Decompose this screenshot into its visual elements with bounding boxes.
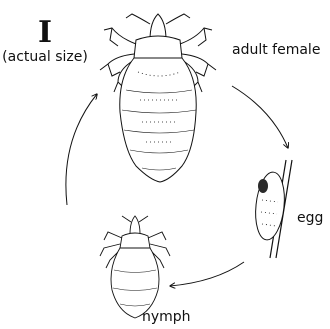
egg-label: egg	[297, 210, 323, 226]
adult-female-label: adult female	[232, 42, 320, 58]
arrow-egg-to-nymph	[170, 262, 244, 286]
egg-illustration	[253, 160, 292, 258]
actual-size-mark: I	[0, 18, 90, 48]
arrow-nymph-to-adult	[66, 94, 97, 205]
nymph-label: nymph	[142, 309, 191, 325]
adult-louse-illustration	[100, 14, 216, 182]
actual-size-caption: (actual size)	[0, 49, 90, 65]
nymph-illustration	[100, 216, 170, 318]
arrow-adult-to-egg	[232, 86, 288, 148]
